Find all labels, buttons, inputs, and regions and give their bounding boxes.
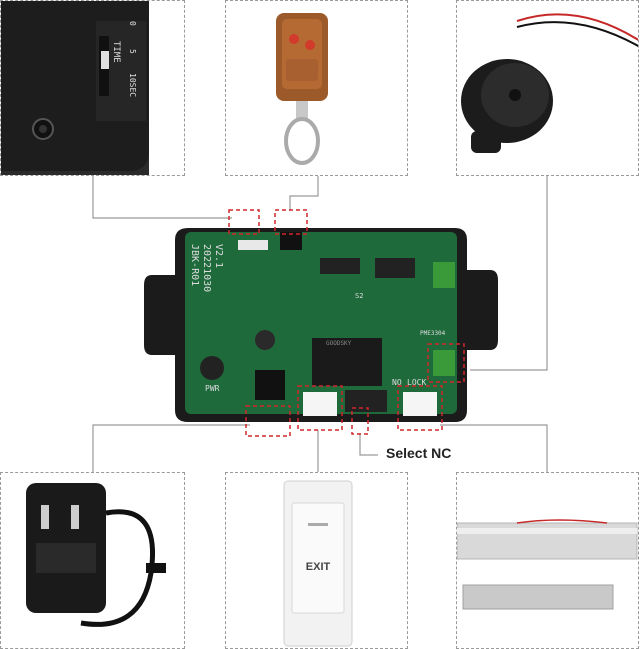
remote-panel: [225, 0, 408, 176]
callout-lock-connector: [397, 385, 443, 431]
power-adapter-panel: [0, 472, 185, 649]
magnetic-lock-panel: [456, 472, 639, 649]
red-callouts: [228, 209, 465, 437]
board-s2-label: S2: [355, 292, 364, 300]
board-date: 20221030: [201, 244, 212, 293]
power-adapter-image: [26, 483, 166, 627]
board-version: V2.1: [213, 244, 224, 269]
exit-button-panel: EXIT: [225, 472, 408, 649]
remote-fob-image: [276, 13, 328, 165]
callout-select-nc: [351, 407, 369, 435]
relay-brand: GOODSKY: [326, 340, 352, 347]
callout-power-jack: [245, 405, 291, 437]
buzzer-image: [461, 13, 638, 153]
callout-exit-connector: [297, 385, 343, 431]
board-lock-label: LOCK: [407, 378, 427, 387]
callout-buzzer-terminal: [427, 343, 465, 383]
board-no-label: NO: [392, 378, 402, 387]
buzzer-panel: [456, 0, 639, 176]
exit-label: EXIT: [305, 561, 331, 573]
board-model: JBK-R01: [189, 244, 200, 287]
exit-button-image: [283, 480, 353, 647]
board-pwr-label: PWR: [205, 384, 220, 393]
callout-remote-antenna: [274, 209, 308, 235]
callout-timer-jumper: [228, 209, 260, 235]
magnetic-lock-image: [457, 519, 638, 610]
board-chip-label: PME3304: [420, 330, 446, 337]
select-nc-label: Select NC: [386, 445, 452, 461]
timer-panel: TIME 0 5 10SEC: [0, 0, 185, 176]
timer-module-image: [1, 1, 184, 175]
